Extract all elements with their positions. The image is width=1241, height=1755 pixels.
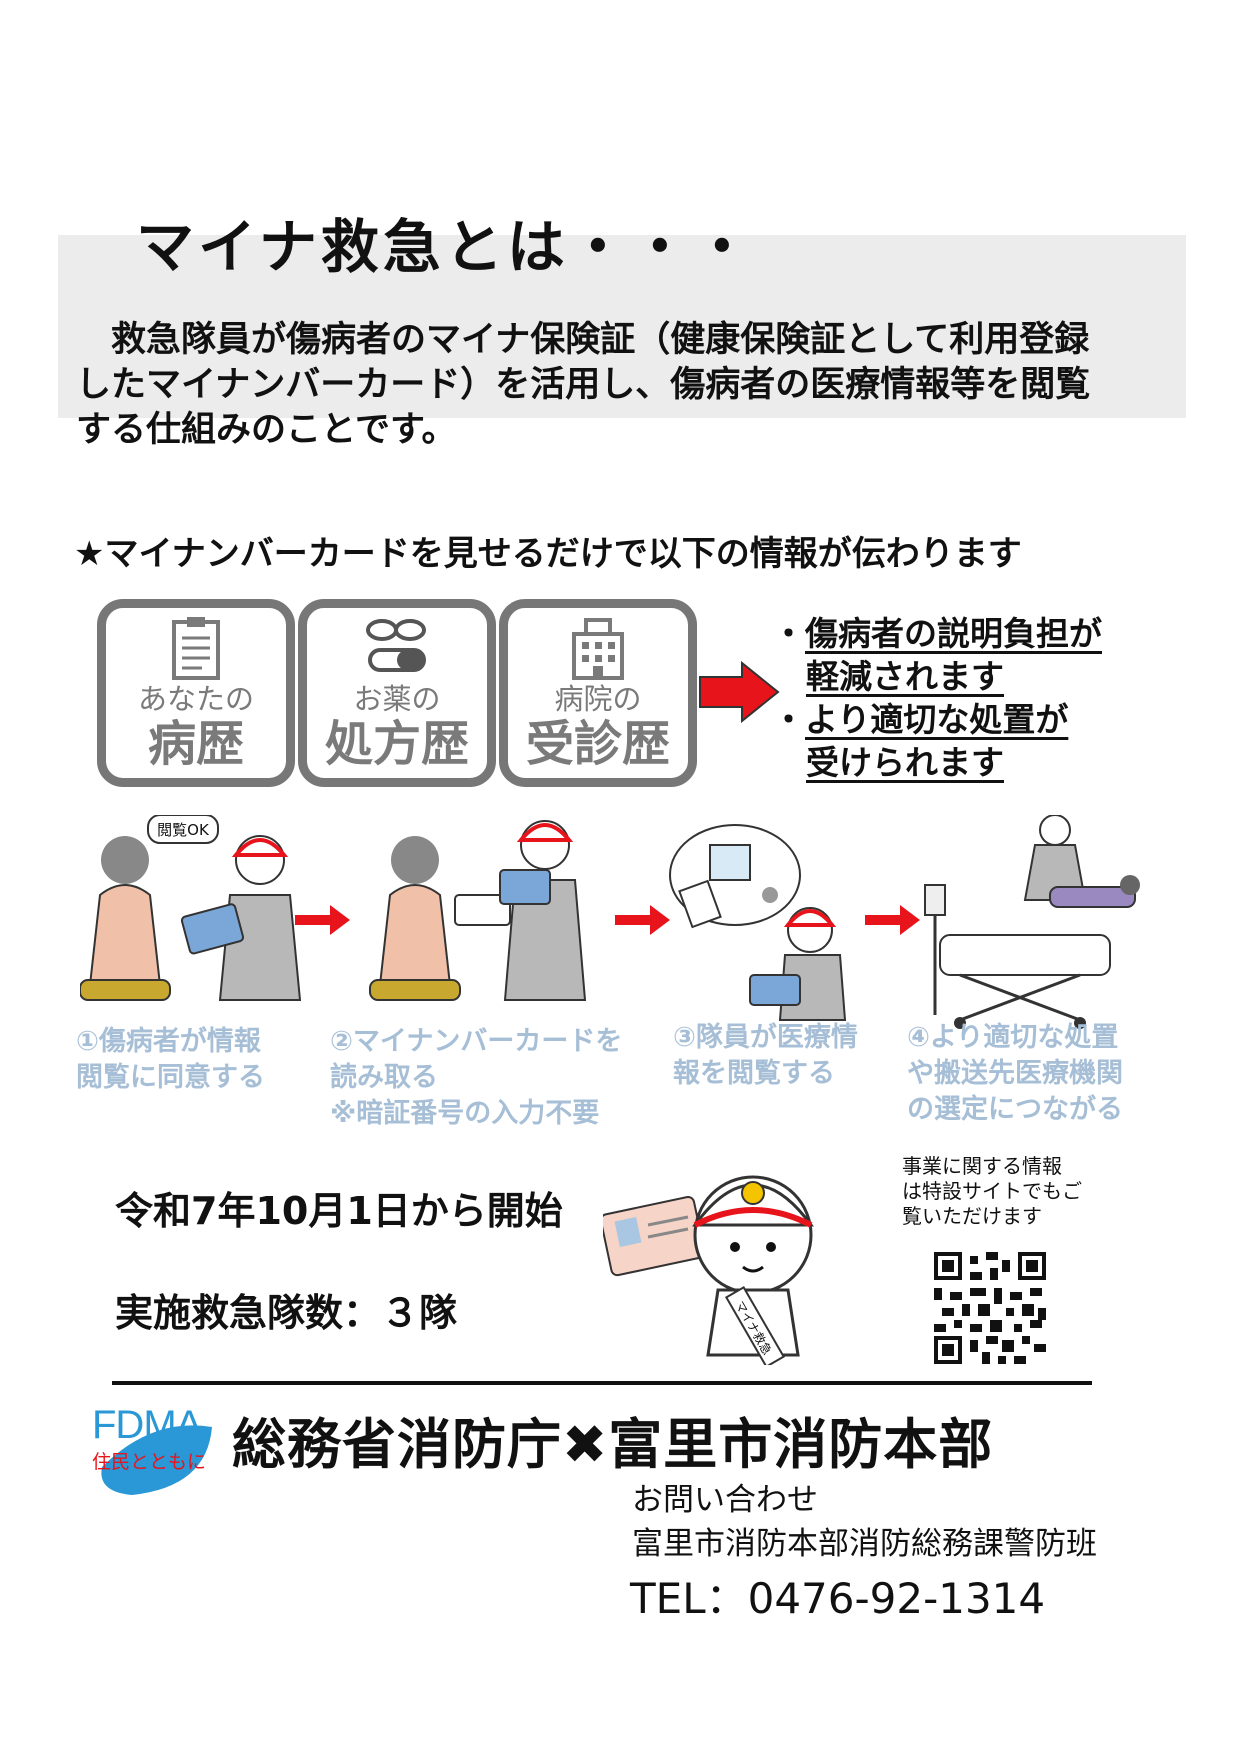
- qr-caption-line: は特設サイトでもご: [902, 1179, 1082, 1203]
- ok-speech-bubble: 閲覧OK: [147, 815, 219, 844]
- step-line: や搬送先医療機関: [907, 1058, 1123, 1089]
- contact-block: お問い合わせ 富里市消防本部消防総務課警防班: [632, 1478, 1097, 1566]
- paramedic-figure: [749, 907, 847, 1021]
- card-sub-label: あなたの: [137, 682, 254, 716]
- pills-icon: [307, 608, 487, 680]
- cpr-scene: [1023, 815, 1140, 908]
- qr-caption: 事業に関する情報 は特設サイトでもご 覧いただけます: [902, 1154, 1082, 1229]
- step-line: 読み取る: [330, 1062, 438, 1093]
- qr-caption-line: 事業に関する情報: [902, 1154, 1062, 1178]
- benefits-list: ・傷病者の説明負担が 軽減されます ・より適切な処置が 受けられます: [772, 612, 1102, 784]
- fdma-logo: FDMA 住民とともに: [92, 1397, 217, 1497]
- intro-line-3: する仕組みのことです。: [76, 410, 457, 450]
- process-illustration: 閲覧OK: [80, 815, 1140, 1029]
- bubble-text: 閲覧OK: [157, 821, 210, 839]
- contact-label: お問い合わせ: [632, 1482, 818, 1518]
- step-arrow-icon: [295, 905, 350, 935]
- patient-figure: [80, 836, 171, 1001]
- card-prescription-history: お薬の 処方歴: [298, 599, 496, 787]
- intro-paragraph: 救急隊員が傷病者のマイナ保険証（健康保険証として利用登録 したマイナンバーカード…: [76, 318, 1176, 453]
- arrow-right-icon: [699, 661, 780, 723]
- contact-department: 富里市消防本部消防総務課警防班: [632, 1526, 1097, 1562]
- step-1-caption: ①傷病者が情報 閲覧に同意する: [76, 1024, 265, 1096]
- qr-code-icon[interactable]: [934, 1252, 1046, 1364]
- intro-line-1: 救急隊員が傷病者のマイナ保険証（健康保険証として利用登録: [76, 320, 1090, 360]
- step-3-caption: ③隊員が医療情 報を閲覧する: [673, 1020, 858, 1092]
- step-line: ※暗証番号の入力不要: [330, 1098, 600, 1129]
- bullet: ・: [772, 700, 805, 739]
- step-arrow-icon: [865, 905, 920, 935]
- card-sub-label: 病院の: [554, 682, 642, 716]
- patient-figure: [369, 836, 461, 1001]
- card-medical-history: あなたの 病歴: [97, 599, 295, 787]
- step-2-caption: ②マイナンバーカードを 読み取る ※暗証番号の入力不要: [330, 1024, 622, 1132]
- logo-sub-text: 住民とともに: [92, 1451, 207, 1473]
- step-line: ①傷病者が情報: [76, 1026, 261, 1057]
- step-line: の選定につながる: [907, 1094, 1123, 1125]
- card-main-label: 受診歴: [525, 716, 670, 772]
- intro-line-2: したマイナンバーカード）を活用し、傷病者の医療情報等を閲覧: [76, 365, 1091, 405]
- thought-cloud: [669, 824, 801, 929]
- bullet: ・: [772, 614, 805, 653]
- benefit-1-line-2: 軽減されます: [806, 657, 1004, 696]
- card-main-label: 病歴: [147, 716, 244, 772]
- header-band: [58, 235, 1186, 418]
- benefit-2-line-2: 受けられます: [806, 743, 1004, 782]
- paramedic-figure: [454, 820, 587, 1001]
- qr-caption-line: 覧いただけます: [902, 1204, 1042, 1228]
- benefit-2-line-1: より適切な処置が: [805, 700, 1069, 739]
- info-heading: ★マイナンバーカードを見せるだけで以下の情報が伝わります: [74, 534, 1022, 574]
- contact-phone[interactable]: TEL：0476-92-1314: [630, 1574, 1046, 1623]
- start-date: 令和7年10月1日から開始: [115, 1189, 563, 1233]
- benefit-1-line-1: 傷病者の説明負担が: [805, 614, 1102, 653]
- step-4-caption: ④より適切な処置 や搬送先医療機関 の選定につながる: [907, 1020, 1123, 1128]
- hospital-icon: [508, 608, 688, 680]
- step-arrow-icon: [615, 905, 670, 935]
- step-line: 報を閲覧する: [673, 1058, 835, 1089]
- mascot-illustration: マイナ救急: [603, 1175, 814, 1365]
- step-line: ④より適切な処置: [907, 1022, 1119, 1053]
- step-line: ③隊員が医療情: [673, 1022, 858, 1053]
- card-visit-history: 病院の 受診歴: [499, 599, 697, 787]
- stretcher-scene: [924, 884, 1111, 1029]
- page-title: マイナ救急とは・・・: [136, 213, 755, 281]
- logo-main-text: FDMA: [92, 1403, 202, 1447]
- team-count: 実施救急隊数：３隊: [115, 1291, 458, 1335]
- footer-divider: [112, 1381, 1092, 1385]
- step-line: 閲覧に同意する: [76, 1062, 265, 1093]
- step-line: ②マイナンバーカードを: [330, 1026, 623, 1057]
- organization-line: 総務省消防庁✖富里市消防本部: [232, 1413, 994, 1476]
- paramedic-figure: [180, 835, 302, 1001]
- card-main-label: 処方歴: [324, 716, 469, 772]
- clipboard-icon: [106, 608, 286, 680]
- card-sub-label: お薬の: [353, 682, 441, 716]
